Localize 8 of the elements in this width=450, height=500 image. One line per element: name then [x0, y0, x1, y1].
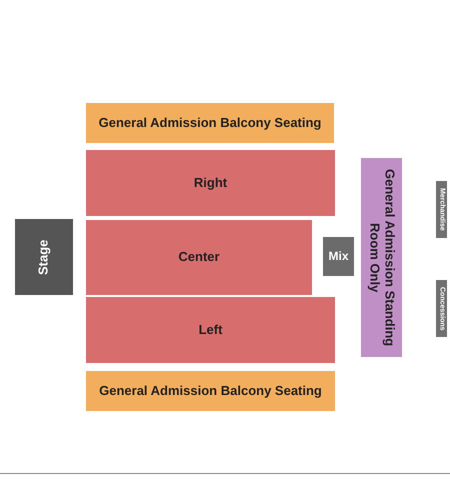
standing-room-section: General Admission Standing Room Only [361, 158, 402, 357]
seating-section: Right [86, 150, 335, 216]
balcony-seating-section: General Admission Balcony Seating [86, 103, 334, 143]
seating-section: Center [86, 220, 312, 295]
seating-section: Left [86, 297, 335, 363]
stage-block: Stage [15, 219, 73, 295]
mix-booth: Mix [323, 237, 354, 276]
balcony-seating-section: General Admission Balcony Seating [86, 371, 335, 411]
